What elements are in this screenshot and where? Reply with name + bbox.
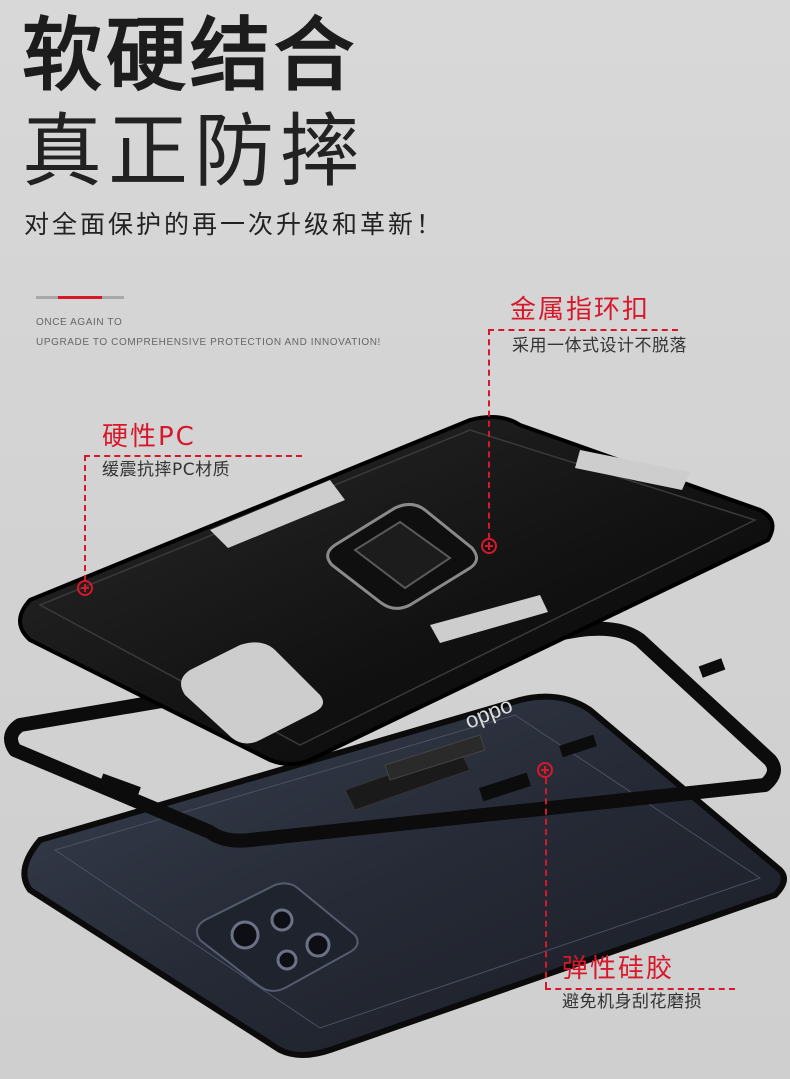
callout-pc-desc: 缓震抗摔PC材质 [102,460,231,480]
callout-pc-target-icon [77,580,93,596]
callout-silicone-desc: 避免机身刮花磨损 [562,992,702,1012]
callout-pc-line-h [84,455,302,457]
callout-silicone-title: 弹性硅胶 [562,954,675,984]
english-tagline-2: UPGRADE TO COMPREHENSIVE PROTECTION AND … [36,337,381,348]
headline-line1: 软硬结合 [22,9,358,102]
callout-silicone-line-v [545,778,547,988]
product-illustration: oppo [4,414,787,1058]
callout-ring-title: 金属指环扣 [510,295,651,325]
english-tagline-1: ONCE AGAIN TO [36,317,123,328]
callout-silicone-line-h [545,988,735,990]
callout-ring-desc: 采用一体式设计不脱落 [512,336,687,356]
callout-ring-line-v [488,329,490,539]
callout-pc-line-v [84,455,86,581]
camera-module [195,882,359,992]
subhead: 对全面保护的再一次升级和革新！ [24,210,445,239]
callout-pc-title: 硬性PC [102,422,196,452]
kickstand [344,734,486,811]
deco-line-accent [58,296,102,299]
pc-shell [18,414,775,766]
headline-line2: 真正防摔 [22,105,366,198]
callout-silicone-target-icon [537,762,553,778]
phone-body [21,693,787,1058]
silicone-frame [4,621,781,848]
callout-ring-target-icon [481,538,497,554]
ring-holder [326,503,478,610]
callout-ring-line-h [488,329,678,331]
